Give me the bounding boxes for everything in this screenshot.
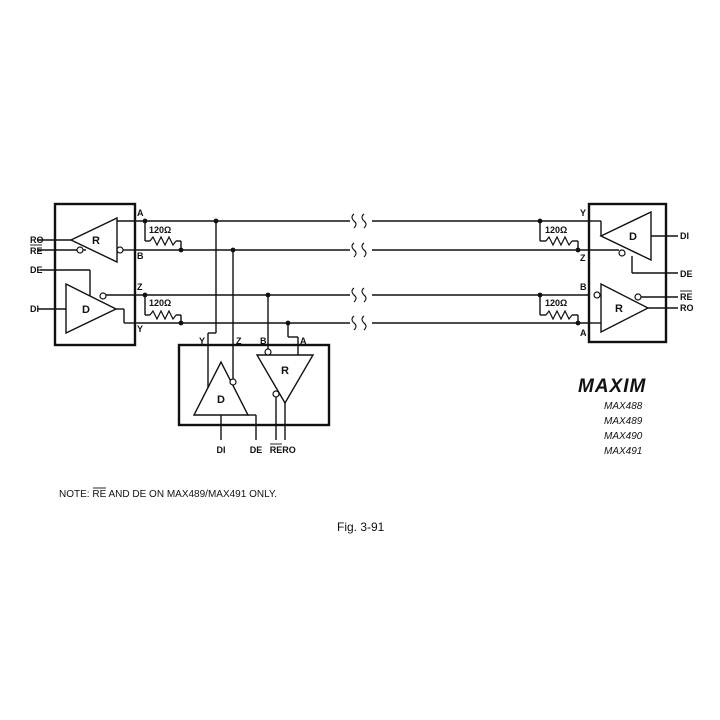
- left-re-bubble: [76, 246, 84, 254]
- left-re-label: RE: [30, 246, 43, 256]
- left-b-label: B: [137, 251, 144, 261]
- left-termination-bottom: 120Ω: [142, 292, 184, 326]
- right-driver-symbol: [599, 210, 652, 262]
- middle-driver-symbol: [192, 360, 250, 416]
- middle-transceiver-body: [177, 343, 331, 427]
- left-receiver-label: R: [92, 235, 100, 247]
- left-receiver-symbol: [69, 216, 118, 264]
- right-termination-top: 120Ω: [537, 218, 581, 253]
- middle-receiver-b-bubble: [264, 348, 272, 356]
- right-a-label: A: [580, 328, 587, 338]
- right-driver-label: D: [629, 231, 637, 243]
- right-z-label: Z: [580, 253, 586, 263]
- bus-lines: [137, 220, 589, 324]
- right-driver-z-bubble: [618, 249, 626, 257]
- right-y-label: Y: [580, 208, 586, 218]
- middle-ro-label: RO: [282, 445, 296, 455]
- part-number-4: MAX491: [604, 446, 642, 457]
- note-re: RE: [92, 489, 106, 500]
- middle-y-label: Y: [199, 336, 205, 346]
- right-receiver-symbol: [600, 282, 650, 334]
- part-number-3: MAX490: [604, 431, 643, 442]
- footnote: NOTE: RE AND DE ON MAX489/MAX491 ONLY.: [59, 487, 277, 500]
- figure-caption: Fig. 3-91: [337, 520, 385, 534]
- right-b-label: B: [580, 282, 587, 292]
- left-de-label: DE: [30, 265, 43, 275]
- right-transceiver: D R DI DE RE RO Y Z B A 12: [537, 202, 694, 344]
- left-z-label: Z: [137, 282, 143, 292]
- left-y-label: Y: [137, 324, 143, 334]
- right-resistor-top-label: 120Ω: [545, 225, 567, 235]
- left-driver-z-bubble: [99, 292, 107, 300]
- right-re-bubble: [634, 293, 642, 301]
- maxim-logo: MAXIM: [578, 376, 647, 397]
- cable-break-marks: [351, 213, 367, 331]
- right-de-label: DE: [680, 269, 693, 279]
- middle-re-bubble: [272, 390, 280, 398]
- right-resistor-bottom-label: 120Ω: [545, 298, 567, 308]
- middle-z-label: Z: [236, 336, 242, 346]
- left-driver-symbol: [65, 282, 118, 335]
- middle-receiver-label: R: [281, 365, 289, 377]
- left-transceiver: R D RO RE DE DI A B Z Y: [30, 202, 184, 347]
- left-a-label: A: [137, 208, 144, 218]
- middle-a-label: A: [300, 336, 307, 346]
- left-termination-top: 120Ω: [142, 218, 184, 253]
- note-prefix: NOTE:: [59, 489, 90, 500]
- right-di-label: DI: [680, 231, 689, 241]
- middle-de-label: DE: [250, 445, 263, 455]
- right-termination-bottom: 120Ω: [537, 292, 581, 326]
- middle-di-label: DI: [217, 445, 226, 455]
- right-ro-label: RO: [680, 303, 694, 313]
- left-resistor-top-label: 120Ω: [149, 225, 171, 235]
- middle-receiver-symbol: [255, 354, 315, 405]
- left-resistor-bottom-label: 120Ω: [149, 298, 171, 308]
- left-di-label: DI: [30, 304, 39, 314]
- middle-driver-label: D: [217, 394, 225, 406]
- middle-b-label: B: [260, 336, 267, 346]
- middle-re-label: RE: [270, 445, 283, 455]
- right-receiver-label: R: [615, 303, 623, 315]
- brand-block: MAXIM MAX488 MAX489 MAX490 MAX491: [578, 376, 647, 457]
- left-ro-label: RO: [30, 235, 44, 245]
- right-re-label: RE: [680, 292, 693, 302]
- part-number-1: MAX488: [604, 401, 643, 412]
- middle-transceiver: D R Y Z B A DI DE RE RO: [177, 218, 331, 455]
- left-driver-label: D: [82, 304, 90, 316]
- right-receiver-b-bubble: [593, 291, 601, 299]
- note-rest: AND DE ON MAX489/MAX491 ONLY.: [106, 489, 277, 500]
- middle-driver-z-bubble: [229, 378, 237, 386]
- left-transceiver-body: [53, 202, 137, 347]
- left-receiver-b-bubble: [116, 246, 124, 254]
- part-number-2: MAX489: [604, 416, 643, 427]
- note-text: NOTE: RE AND DE ON MAX489/MAX491 ONLY.: [59, 489, 277, 500]
